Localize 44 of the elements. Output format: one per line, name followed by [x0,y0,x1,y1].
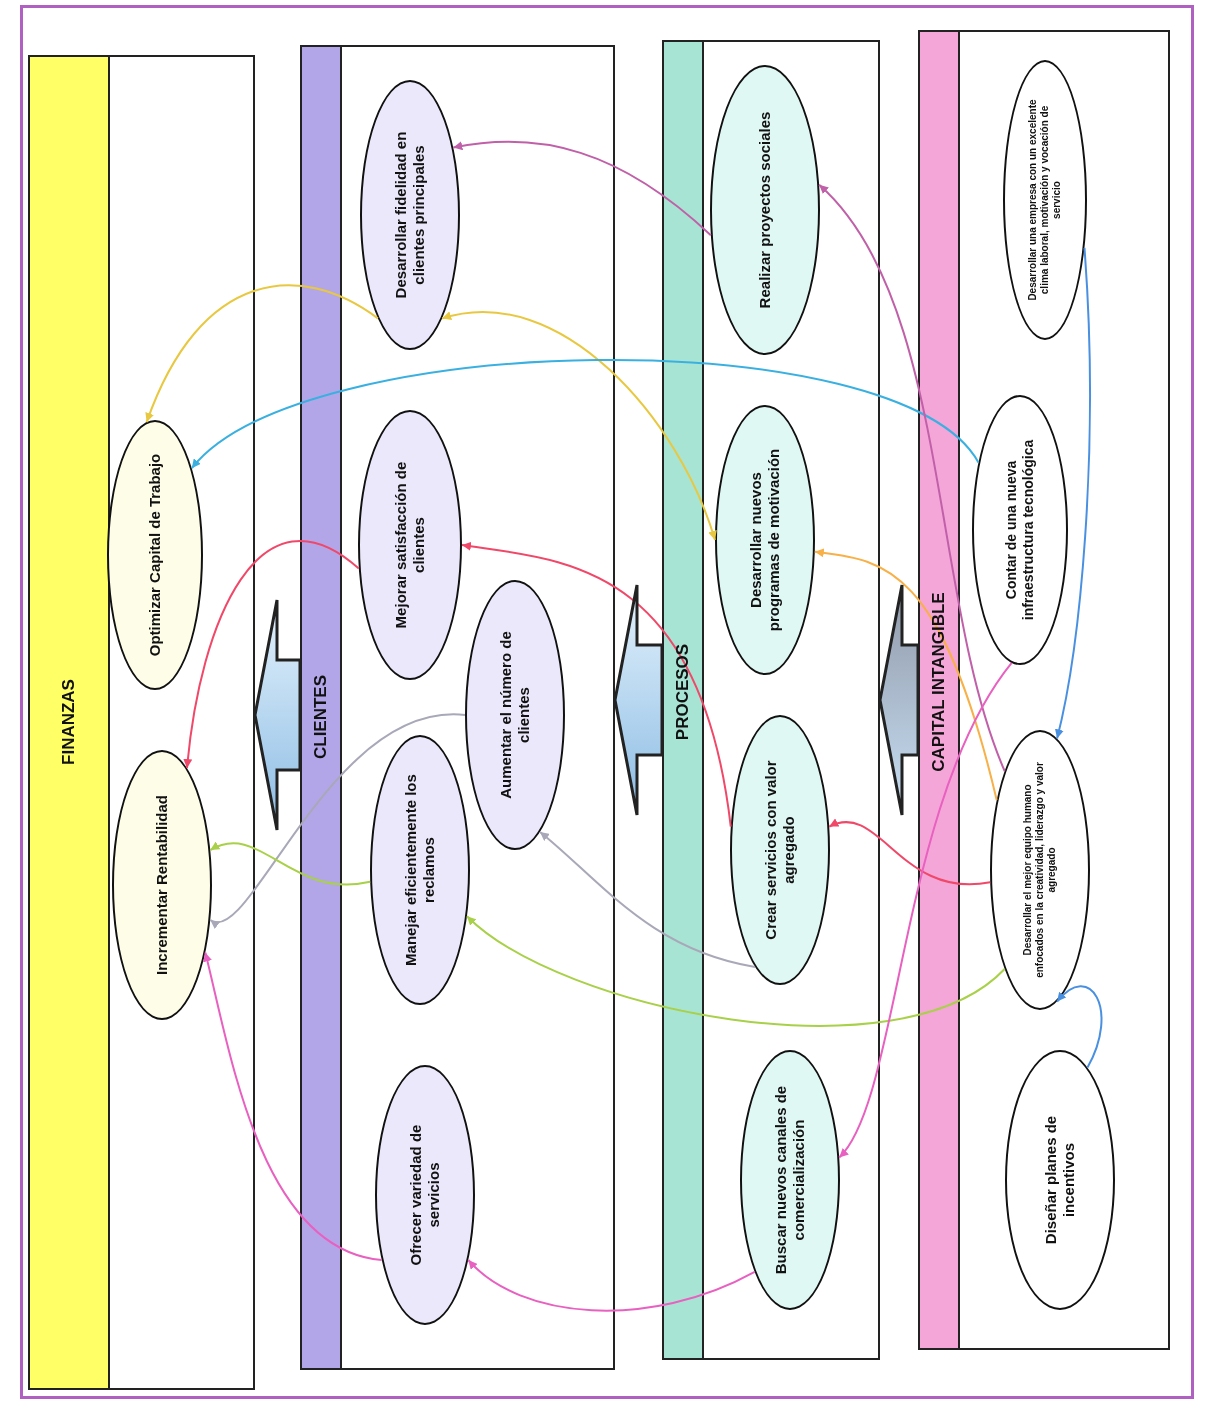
connector-arrow [539,830,756,968]
objective-text: Incrementar Rentabilidad [153,794,171,978]
objective-text: Optimizar Capital de Trabajo [146,452,164,659]
objective-text: Crear servicios con valor agregado [762,759,798,942]
connector-arrow [838,661,1013,1159]
objective-text: Manejar eficientemente los reclamos [402,773,438,968]
connector-arrow [828,819,992,886]
objective-text: Mejorar satisfacción de clientes [392,460,428,631]
objective-text: Desarrollar el mejor equipo humano enfocados en la creatividad, liderazgo y valor agregado [1022,761,1058,979]
panel-title: FINANZAS [59,679,79,765]
objective-text: Buscar nuevos canales de comercialización [772,1084,808,1277]
objective-text: Realizar proyectos sociales [756,110,774,311]
connector-arrow [183,540,360,770]
panel-title: PROCESOS [673,643,693,741]
objective-text: Contar de una nueva infraestructura tecnológica [1003,438,1037,623]
perspective-panel [662,40,880,1360]
objective-text: Ofrecer variedad de servicios [407,1123,443,1268]
objective-text: Diseñar planes de incentivos [1042,1114,1078,1247]
block-arrow [253,598,302,832]
connector-arrow [190,359,980,470]
connector-arrow [466,915,1006,1027]
objective-text: Desarrollar una empresa con un excelente clima laboral, motivación y vocación de servicio [1027,98,1063,303]
connector-arrow [467,1259,756,1312]
connector-arrow [145,284,379,424]
objective-text: Desarrollar fidelidad en clientes principales [392,130,428,301]
objective-text: Desarrollar nuevos programas de motivación [747,447,783,634]
panel-title: CLIENTES [311,674,331,760]
connector-arrow [813,548,998,801]
perspective-panel [28,55,255,1390]
block-arrow [613,583,664,817]
connector-arrow [1054,246,1091,740]
objective-text: Aumentar el número de clientes [497,630,533,801]
block-arrow [878,583,920,817]
perspective-panel [300,45,615,1370]
connector-arrow [461,541,732,828]
connector-arrow [452,140,712,237]
connector-arrow [441,311,717,541]
connector-arrow [818,183,1006,772]
connector-arrow [209,842,372,886]
connector-arrow [203,951,383,1261]
connector-arrow [209,714,466,926]
panel-title: CAPITAL INTANGIBLE [929,592,949,772]
connector-arrow [1056,985,1103,1069]
perspective-panel [918,30,1170,1350]
